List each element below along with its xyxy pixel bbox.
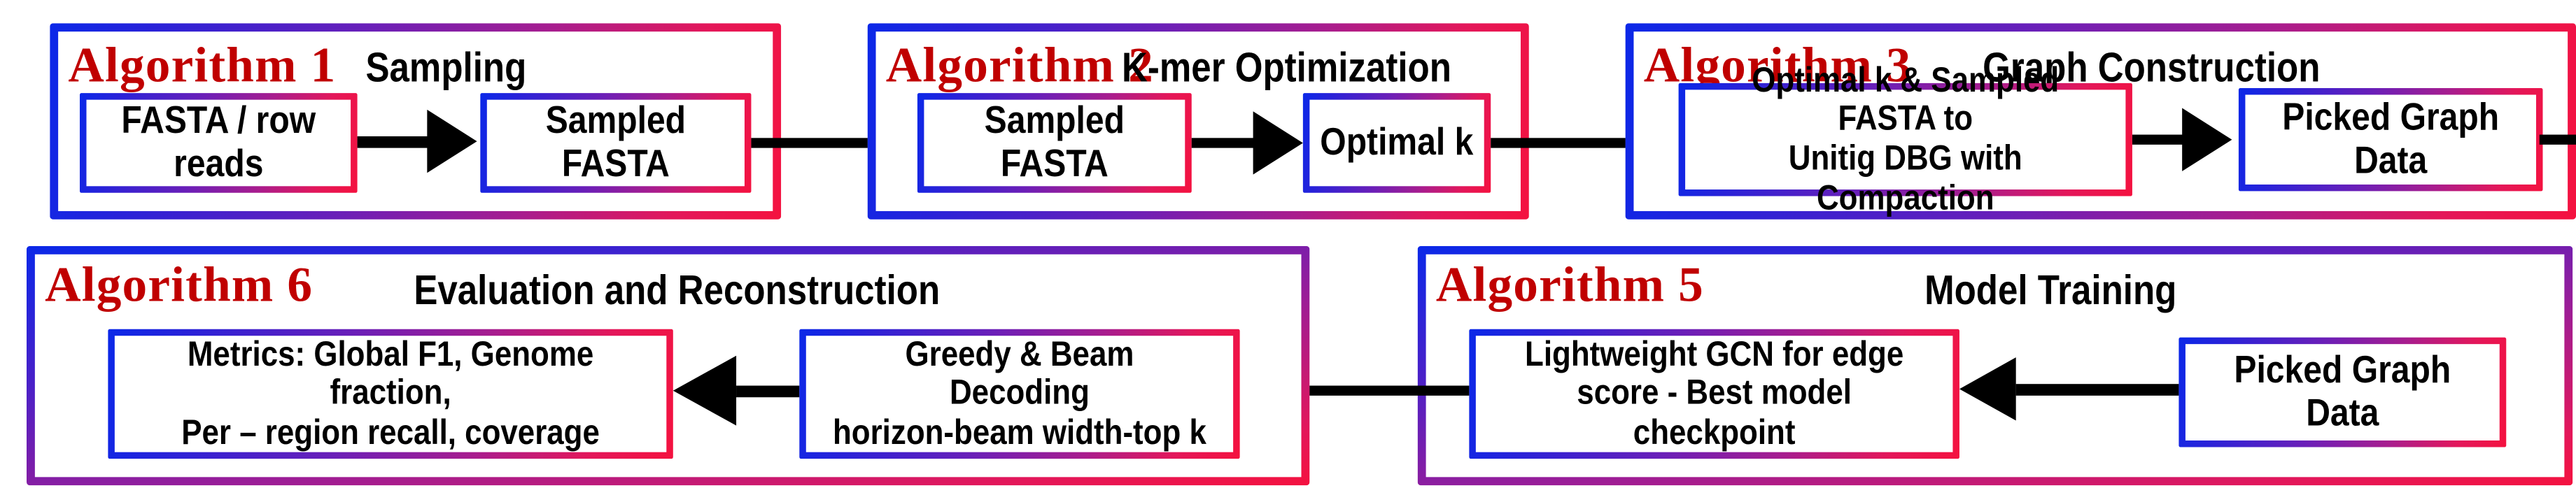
- node-optimal-k[interactable]: Optimal k: [1302, 93, 1491, 193]
- arrow-gcn-to-decoding-line: [1262, 385, 1470, 396]
- node-picked-graph-data-2-label: Picked Graph Data: [2234, 347, 2451, 434]
- node-sampled-fasta-1[interactable]: Sampled FASTA: [480, 93, 752, 193]
- node-picked-graph-data-2[interactable]: Picked Graph Data: [2179, 337, 2507, 447]
- node-fasta-row-reads[interactable]: FASTA / row reads: [79, 93, 358, 193]
- node-optimal-k-label: Optimal k: [1320, 120, 1474, 164]
- arrow-sampled2-to-optimalk-line: [1191, 138, 1265, 148]
- algorithm-1-label: Algorithm 1: [68, 38, 337, 94]
- arrow-decoding-to-metrics-line: [736, 385, 800, 398]
- node-greedy-beam-decoding[interactable]: Greedy & Beam Decoding horizon-beam widt…: [799, 329, 1240, 459]
- arrow-picked2-to-gcn-head: [1959, 357, 2016, 421]
- node-picked-graph-data-1-label: Picked Graph Data: [2282, 95, 2500, 182]
- arrow-sampled2-to-optimalk-head: [1253, 111, 1303, 175]
- node-fasta-row-reads-label: FASTA / row reads: [121, 98, 316, 185]
- node-unitig-dbg-label: Optimal k & Sampled FASTA to Unitig DBG …: [1752, 61, 2060, 217]
- node-greedy-beam-decoding-label: Greedy & Beam Decoding horizon-beam widt…: [832, 335, 1206, 452]
- algorithm-2-caption: K-mer Optimization: [1122, 45, 1451, 92]
- algorithm-5-label: Algorithm 5: [1435, 257, 1704, 313]
- node-picked-graph-data-1[interactable]: Picked Graph Data: [2238, 88, 2543, 192]
- arrow-picked2-to-gcn-line: [2015, 384, 2179, 396]
- algorithm-1-caption: Sampling: [365, 45, 527, 92]
- node-lightweight-gcn[interactable]: Lightweight GCN for edge score - Best mo…: [1469, 329, 1959, 459]
- arrow-fasta-to-sampled-line: [357, 136, 437, 148]
- node-lightweight-gcn-label: Lightweight GCN for edge score - Best mo…: [1525, 335, 1904, 452]
- arrow-decoding-to-metrics-head: [673, 355, 737, 426]
- algorithm-2-label: Algorithm 2: [885, 38, 1154, 94]
- node-metrics-label: Metrics: Global F1, Genome fraction, Per…: [181, 335, 600, 452]
- algorithm-6-caption: Evaluation and Reconstruction: [414, 267, 941, 315]
- arrow-wrap-segment-horizontal-top: [2539, 134, 2576, 145]
- node-unitig-dbg[interactable]: Optimal k & Sampled FASTA to Unitig DBG …: [1678, 62, 2132, 217]
- node-sampled-fasta-2[interactable]: Sampled FASTA: [917, 93, 1192, 193]
- algorithm-6-label: Algorithm 6: [45, 257, 314, 313]
- algorithm-5-caption: Model Training: [1924, 267, 2177, 315]
- arrow-unitig-to-picked1-head: [2182, 108, 2232, 171]
- node-metrics[interactable]: Metrics: Global F1, Genome fraction, Per…: [108, 329, 673, 459]
- node-sampled-fasta-2-label: Sampled FASTA: [984, 98, 1125, 185]
- node-sampled-fasta-1-label: Sampled FASTA: [545, 98, 687, 185]
- arrow-unitig-to-picked1-line: [2132, 134, 2193, 145]
- arrow-fasta-to-sampled-head: [427, 109, 477, 173]
